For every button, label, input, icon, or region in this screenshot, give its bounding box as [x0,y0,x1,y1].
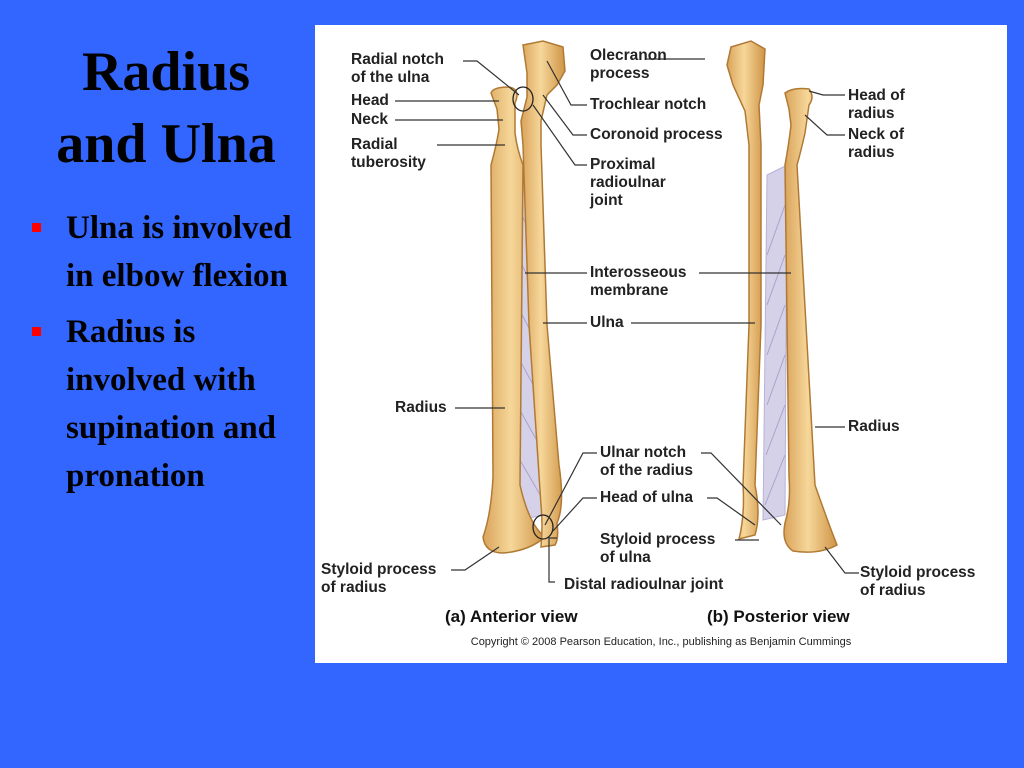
label-neck: Neck [351,111,389,128]
label-interosseous: Interosseous membrane [590,264,687,299]
label-styloid-radius-posterior: Styloid process of radius [860,564,976,599]
ulna-bone-anterior [520,40,566,548]
caption-anterior-view: (a) Anterior view [445,607,578,626]
bullet-text-radius: Radius is involved with supination and p… [66,314,277,494]
bullet-list: Ulna is involved in elbow flexion Radius… [28,204,313,508]
label-radial-notch: Radial notch of the ulna [351,51,445,86]
bullet-square-icon [32,223,41,232]
bullet-item-radius: Radius is involved with supination and p… [28,308,313,500]
leader-lines [395,58,859,583]
bullet-text-ulna: Ulna is involved in elbow flexion [66,210,292,294]
label-radius-posterior: Radius [848,418,900,435]
label-distal-joint: Distal radioulnar joint [564,576,724,593]
bullet-square-icon [32,327,41,336]
radius-ulna-illustration [395,40,859,583]
label-ulnar-notch: Ulnar notch of the radius [600,444,694,479]
bullet-item-ulna: Ulna is involved in elbow flexion [28,204,313,300]
label-radial-tuberosity: Radial tuberosity [351,136,426,171]
proximal-joint-circle [512,86,534,112]
caption-posterior-view: (b) Posterior view [707,607,850,626]
membrane-fibers-posterior [764,204,786,506]
ulna-bone-posterior [726,40,766,541]
copyright-notice: Copyright © 2008 Pearson Education, Inc.… [470,636,852,648]
label-olecranon: Olecranon process [590,47,667,82]
label-trochlear-notch: Trochlear notch [590,96,707,113]
slide-title-line-1: Radius [81,41,251,103]
label-styloid-ulna: Styloid process of ulna [600,531,716,566]
interosseous-membrane-posterior [762,164,788,521]
radius-bone-posterior [783,87,838,553]
distal-joint-circle [532,514,554,540]
label-radius-anterior: Radius [395,399,447,416]
slide-title: Radius and Ulna [28,36,304,180]
label-styloid-radius-anterior: Styloid process of radius [321,561,437,596]
label-ulna: Ulna [590,314,624,331]
label-proximal-joint: Proximal radioulnar joint [590,156,666,209]
label-neck-of-radius: Neck of radius [848,126,904,161]
anatomy-figure-panel: Radial notch of the ulna Head Neck Radia… [315,25,1007,663]
label-coronoid: Coronoid process [590,126,723,143]
label-head-of-radius: Head of radius [848,87,905,122]
slide-title-line-2: and Ulna [56,113,276,175]
label-head: Head [351,92,389,109]
label-head-of-ulna: Head of ulna [600,489,694,506]
